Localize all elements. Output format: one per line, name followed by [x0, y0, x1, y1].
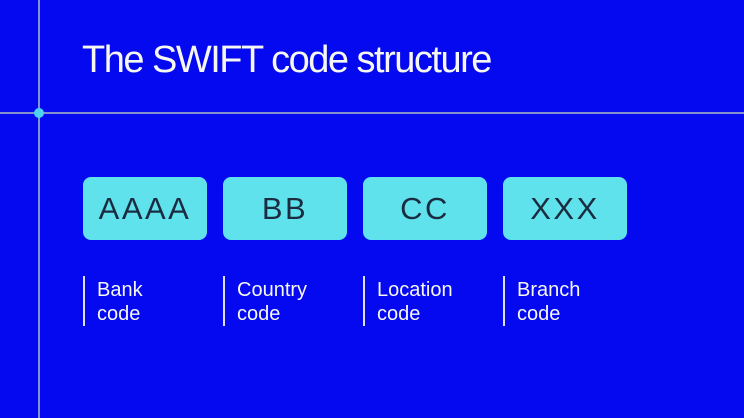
code-box-bank-text: AAAA [98, 190, 192, 226]
label-bank-code: Bank code [83, 276, 207, 326]
horizontal-guide-line [0, 112, 744, 114]
code-box-branch: XXX [503, 177, 627, 240]
code-box-country: BB [223, 177, 347, 240]
label-location-line2: code [377, 303, 421, 325]
label-branch-line2: code [517, 303, 561, 325]
label-country-line1: Country [237, 279, 308, 301]
label-country-code: Country code [223, 276, 347, 326]
label-bank-line1: Bank [97, 279, 143, 301]
code-box-country-text: BB [261, 190, 309, 226]
code-box-branch-text: XXX [530, 190, 600, 226]
label-location-code: Location code [363, 276, 487, 326]
crosshair-dot-icon [34, 108, 44, 118]
label-bank-line2: code [97, 303, 141, 325]
label-location-line1: Location [377, 279, 453, 301]
label-country-line2: code [237, 303, 281, 325]
label-branch-line1: Branch [517, 279, 581, 301]
code-boxes-row: AAAA BB CC XXX [83, 177, 627, 240]
vertical-guide-line [38, 0, 40, 418]
code-box-location-text: CC [400, 190, 450, 226]
code-box-bank: AAAA [83, 177, 207, 240]
label-branch-code: Branch code [503, 276, 627, 326]
code-box-location: CC [363, 177, 487, 240]
page-title: The SWIFT code structure [82, 39, 492, 81]
labels-row: Bank code Country code Location code Bra… [83, 276, 627, 326]
